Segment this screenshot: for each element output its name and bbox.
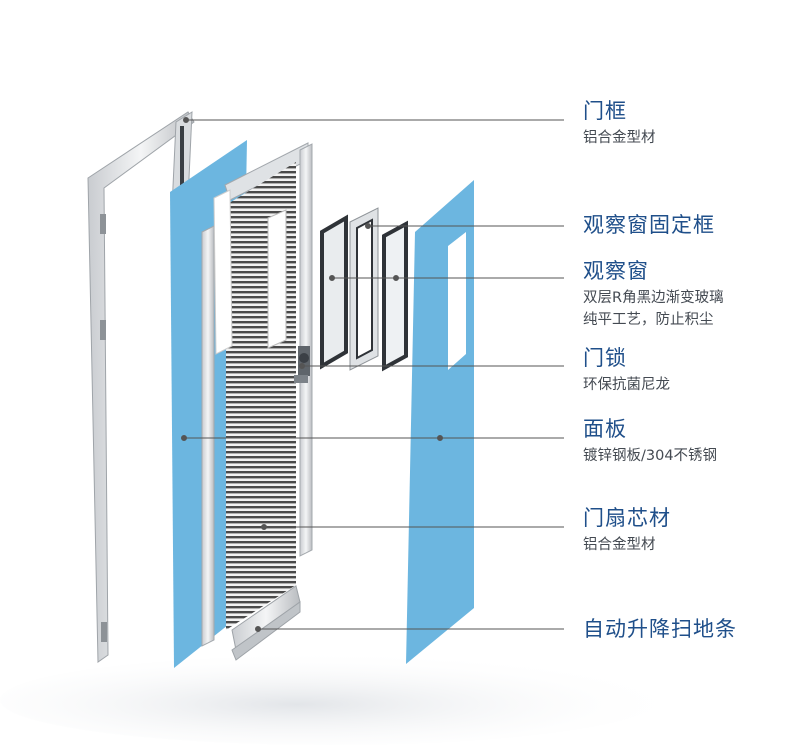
label-core-sub: 铝合金型材 xyxy=(583,537,656,553)
label-door-frame-title: 门框 xyxy=(583,99,627,123)
leader-window-glass xyxy=(329,275,564,281)
leader-lock xyxy=(299,363,564,369)
label-window-sub2: 纯平工艺，防止积尘 xyxy=(583,312,714,328)
label-sweep: 自动升降扫地条 xyxy=(583,616,737,642)
label-core-title: 门扇芯材 xyxy=(583,506,671,530)
label-lock-title: 门锁 xyxy=(583,346,627,370)
floor-shadow xyxy=(0,655,660,745)
label-panel: 面板 镀锌钢板/304不锈钢 xyxy=(583,416,717,467)
label-window-sub1: 双层R角黑边渐变玻璃 xyxy=(583,290,724,306)
bottom-sweep xyxy=(231,585,301,661)
leader-core xyxy=(261,524,564,530)
label-panel-sub: 镀锌钢板/304不锈钢 xyxy=(583,448,718,464)
window-fixed-frame xyxy=(349,207,379,371)
label-window: 观察窗 双层R角黑边渐变玻璃 纯平工艺，防止积尘 xyxy=(583,258,724,331)
label-sweep-title: 自动升降扫地条 xyxy=(583,617,737,641)
label-panel-title: 面板 xyxy=(583,417,627,441)
label-door-frame-sub: 铝合金型材 xyxy=(583,130,656,146)
leader-window-fixed-frame xyxy=(365,223,564,229)
label-window-fixed-frame: 观察窗固定框 xyxy=(583,212,715,238)
leader-door-frame xyxy=(183,117,564,123)
right-panel xyxy=(406,180,474,664)
label-lock-sub: 环保抗菌尼龙 xyxy=(583,377,670,393)
leader-sweep xyxy=(255,626,564,632)
window-glass xyxy=(320,214,408,372)
label-window-title: 观察窗 xyxy=(583,259,649,283)
leader-panel xyxy=(181,435,564,441)
label-window-fixed-frame-title: 观察窗固定框 xyxy=(583,213,715,237)
label-core: 门扇芯材 铝合金型材 xyxy=(583,505,671,556)
label-door-frame: 门框 铝合金型材 xyxy=(583,98,656,149)
label-lock: 门锁 环保抗菌尼龙 xyxy=(583,345,670,396)
